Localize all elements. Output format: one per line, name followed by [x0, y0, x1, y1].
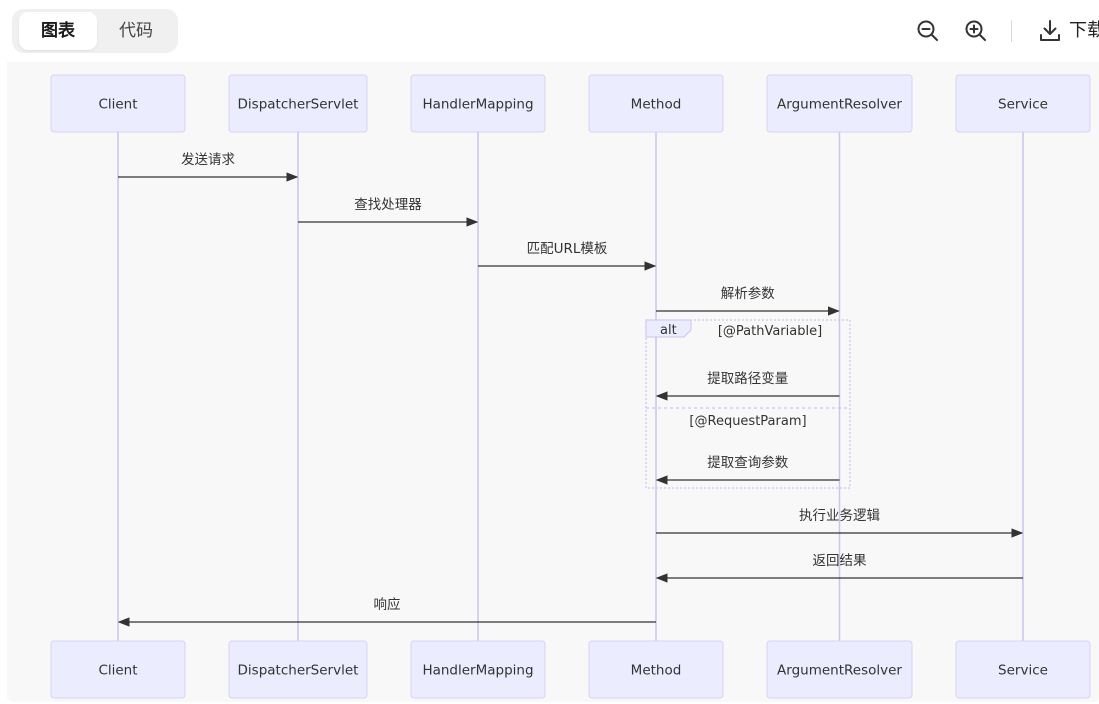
message-label-1: 发送请求 — [181, 152, 235, 168]
participant-top-client — [50, 74, 186, 133]
alt-condition-2: [@RequestParam] — [689, 414, 806, 429]
participant-top-dispatcherservlet — [228, 74, 368, 133]
participant-bottom-method — [588, 640, 724, 699]
participant-top-handlermapping — [410, 74, 546, 133]
download-icon[interactable] — [1038, 18, 1064, 44]
participant-label-bottom-argumentresolver: ArgumentResolver — [777, 663, 902, 679]
alt-frame — [645, 319, 851, 489]
view-tabs: 图表 代码 — [12, 9, 178, 53]
participant-label-top-service: Service — [998, 97, 1048, 113]
toolbar-divider — [1011, 20, 1012, 42]
alt-label: alt — [660, 323, 677, 338]
participant-bottom-handlermapping — [410, 640, 546, 699]
tab-code[interactable]: 代码 — [119, 21, 153, 41]
participant-label-bottom-dispatcherservlet: DispatcherServlet — [238, 663, 359, 679]
sequence-diagram: alt [@PathVariable] [@RequestParam] 发送请求查找… — [50, 74, 1091, 699]
download-button[interactable]: 下载 — [1069, 20, 1099, 41]
participant-label-top-method: Method — [631, 97, 682, 113]
message-label-2: 查找处理器 — [354, 197, 422, 213]
participant-bottom-client — [50, 640, 186, 699]
message-label-9: 响应 — [374, 596, 401, 613]
message-label-3: 匹配URL模板 — [527, 241, 608, 257]
participant-label-bottom-handlermapping: HandlerMapping — [422, 663, 533, 679]
zoom-in-icon[interactable] — [963, 18, 989, 44]
participant-bottom-dispatcherservlet — [228, 640, 368, 699]
alt-label-tag — [645, 319, 692, 338]
tab-diagram[interactable]: 图表 — [19, 12, 97, 50]
participant-label-bottom-method: Method — [631, 663, 682, 679]
participant-label-top-argumentresolver: ArgumentResolver — [777, 97, 902, 113]
participant-label-top-handlermapping: HandlerMapping — [422, 97, 533, 113]
participant-label-bottom-client: Client — [98, 663, 137, 679]
participant-label-top-dispatcherservlet: DispatcherServlet — [238, 97, 359, 113]
participant-label-bottom-service: Service — [998, 663, 1048, 679]
message-label-7: 执行业务逻辑 — [799, 508, 880, 524]
message-label-8: 返回结果 — [813, 553, 867, 569]
zoom-out-icon[interactable] — [915, 18, 941, 44]
message-label-6: 提取查询参数 — [707, 454, 788, 471]
participant-top-argumentresolver — [766, 74, 913, 133]
participant-top-service — [955, 74, 1091, 133]
toolbar: 图表 代码 下载 — [0, 0, 1099, 62]
message-label-4: 解析参数 — [721, 285, 775, 302]
participant-bottom-service — [955, 640, 1091, 699]
participant-bottom-argumentresolver — [766, 640, 913, 699]
message-label-5: 提取路径变量 — [707, 371, 788, 387]
diagram-canvas: alt [@PathVariable] [@RequestParam] 发送请求查找… — [7, 62, 1099, 702]
participant-label-top-client: Client — [98, 97, 137, 113]
participant-top-method — [588, 74, 724, 133]
alt-condition-1: [@PathVariable] — [718, 324, 822, 339]
